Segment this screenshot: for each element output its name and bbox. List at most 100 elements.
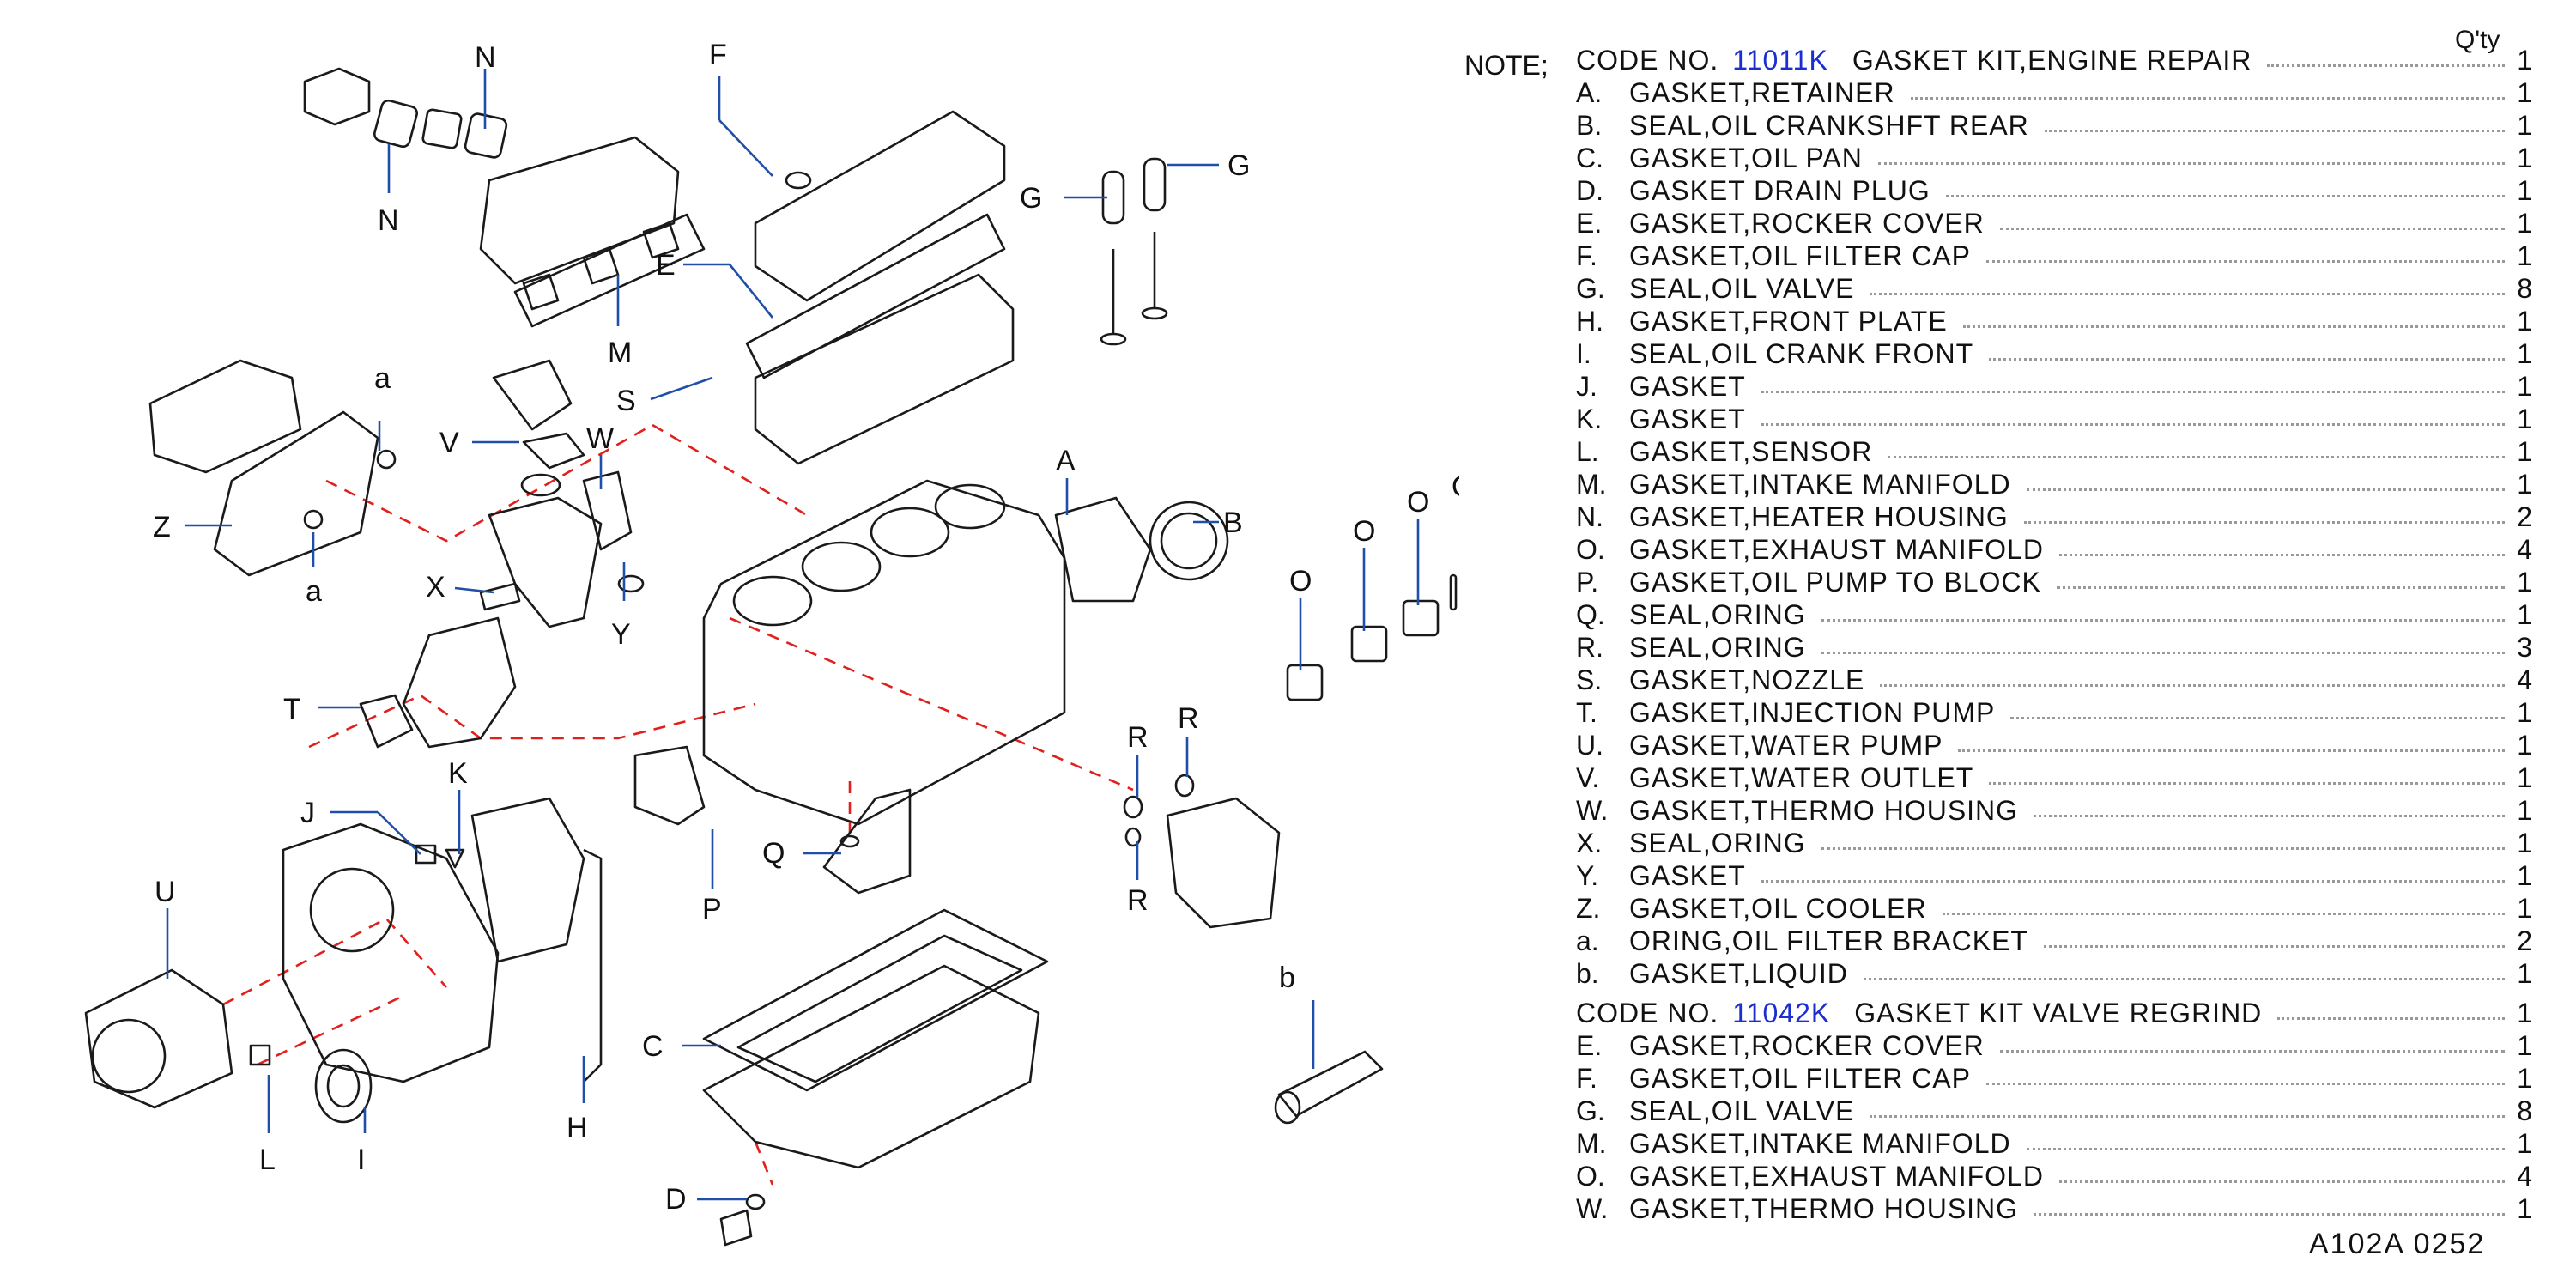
item-letter: E. [1576,1030,1603,1061]
item-letter: b. [1576,958,1599,989]
leader-dots [1863,978,2505,980]
leader-dots [1989,358,2505,361]
item-qty: 1 [2517,403,2532,434]
item-letter: M. [1576,469,1607,500]
item-letter: P. [1576,567,1599,598]
leader-dots [1945,195,2505,197]
leader-dots [2034,1213,2505,1216]
callout-T: T [283,693,301,725]
item-letter: G. [1576,1095,1605,1126]
callout-labels: F N N M E G G S a a Z V W X Y T J K U L … [153,39,1459,1216]
leader-dots [1910,97,2505,100]
item-letter: F. [1576,240,1597,271]
item-letter: H. [1576,306,1603,337]
item-letter: A. [1576,77,1603,108]
callout-E: E [656,249,676,282]
leader-dots [2026,488,2505,491]
leader-dots [2058,1180,2505,1183]
item-letter: M. [1576,1128,1607,1159]
item-letter: S. [1576,664,1603,695]
kit-prefix: CODE NO. [1576,45,1719,76]
callout-G-right: G [1227,149,1250,182]
leader-dots [1942,913,2505,915]
item-letter: X. [1576,828,1603,858]
item-description: SEAL,OIL VALVE [1629,1095,1855,1126]
parts-list: Q'ty NOTE; CODE NO. 11011K GASKET KIT,EN… [1459,0,2576,1274]
callout-a-top: a [374,362,391,395]
item-description: GASKET,INTAKE MANIFOLD [1629,469,2011,500]
cylinder-head [754,273,1015,465]
injection-pump [359,616,517,749]
callout-F: F [709,39,727,71]
item-description: GASKET,NOZZLE [1629,664,1865,695]
engine-block [702,479,1066,826]
item-description: GASKET,OIL FILTER CAP [1629,240,1971,271]
item-letter: C. [1576,143,1603,173]
callout-G-left: G [1020,182,1042,215]
leader-dots [1870,293,2505,295]
item-description: SEAL,OIL CRANK FRONT [1629,338,1974,369]
item-qty: 1 [2517,469,2532,500]
callout-O-1: O [1289,565,1312,598]
item-qty: 1 [2517,860,2532,891]
kit-row-11011K: CODE NO. 11011K GASKET KIT,ENGINE REPAIR… [1576,45,2532,76]
item-description: GASKET,OIL FILTER CAP [1629,1063,1971,1094]
list-item: X. SEAL,ORING 1 [1576,828,2532,858]
leader-dots [1761,391,2505,393]
callout-P: P [702,893,722,925]
item-letter: E. [1576,208,1603,239]
item-description: GASKET,LIQUID [1629,958,1848,989]
kit-prefix: CODE NO. [1576,998,1719,1028]
list-item: M. GASKET,INTAKE MANIFOLD 1 [1576,469,2532,500]
item-description: SEAL,ORING [1629,828,1806,858]
kit-title: GASKET KIT,ENGINE REPAIR [1852,45,2252,76]
item-qty: 1 [2517,828,2532,858]
item-description: GASKET,HEATER HOUSING [1629,501,2009,532]
leader-dots [2044,130,2505,132]
kit-code: 11011K [1732,45,1828,76]
item-qty: 1 [2517,1030,2532,1061]
item-letter: J. [1576,371,1597,402]
leader-dots [1985,1083,2505,1085]
callout-C: C [642,1030,664,1063]
leader-dots [1821,652,2505,654]
item-qty: 1 [2517,436,2532,467]
leader-dots [1761,880,2505,883]
callout-A: A [1056,445,1076,477]
item-letter: W. [1576,795,1609,826]
item-qty: 1 [2517,795,2532,826]
item-letter: L. [1576,436,1599,467]
item-letter: a. [1576,925,1599,956]
leader-dots [1999,228,2505,230]
leader-dots [2023,521,2505,524]
item-qty: 1 [2517,371,2532,402]
callout-Y: Y [611,618,631,651]
heater-housing-parts [303,67,508,159]
leader-dots [1985,260,2505,263]
valves [1100,157,1168,346]
oil-cooler [148,359,397,577]
leader-dots [1962,325,2505,328]
item-qty: 1 [2517,110,2532,141]
callout-X: X [426,571,445,604]
item-letter: K. [1576,403,1603,434]
callout-b: b [1279,962,1295,994]
callout-O-3: O [1407,486,1429,519]
